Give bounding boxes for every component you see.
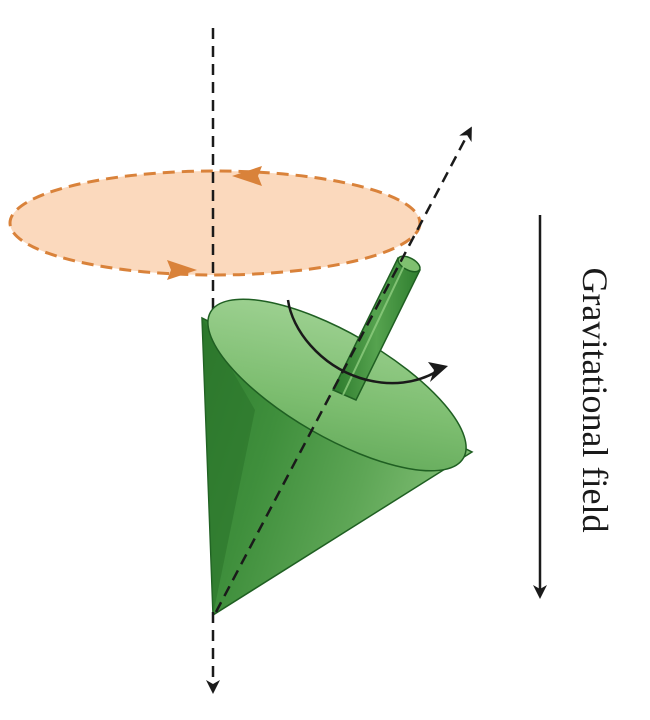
- precession-arrow-near-icon: [167, 260, 197, 280]
- spin-arrow-icon: [286, 299, 448, 385]
- precession-arrow-far-icon: [232, 166, 262, 186]
- gravitational-field-label: Gravitational field: [575, 267, 615, 533]
- top-stem: [331, 255, 421, 401]
- precession-path: [8, 166, 422, 280]
- spinning-top: [201, 255, 474, 617]
- cone-shadow-band: [202, 318, 255, 615]
